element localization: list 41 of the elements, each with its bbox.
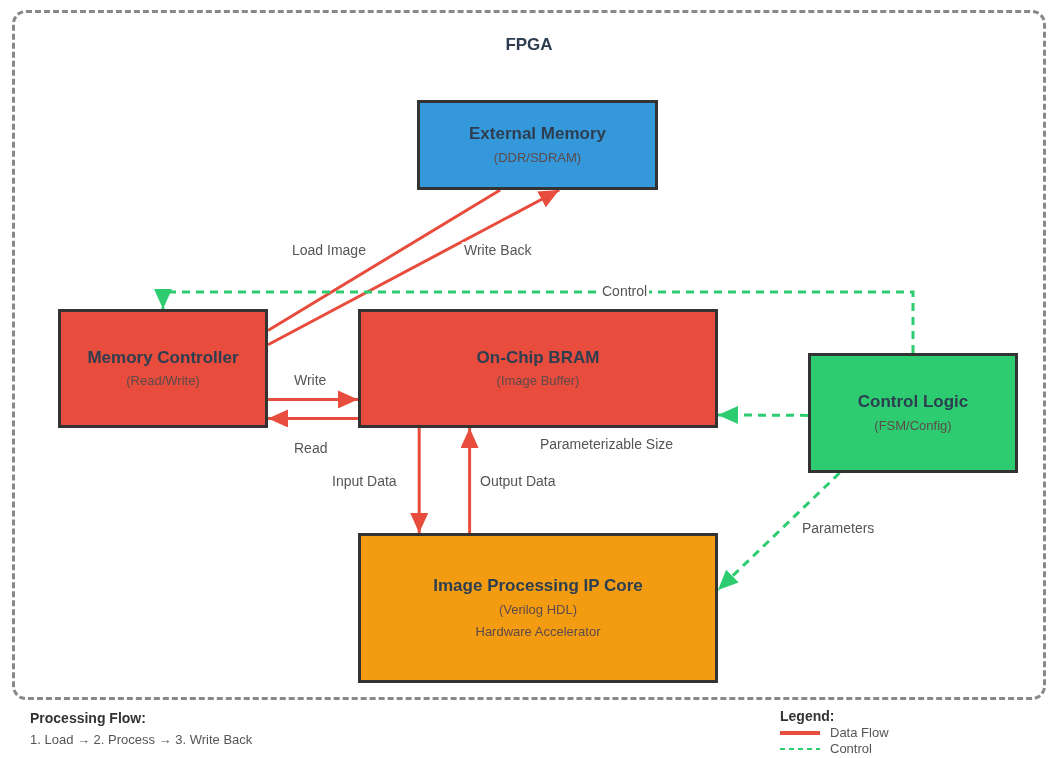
- edge-label: Write Back: [462, 242, 534, 258]
- arrow: [268, 409, 358, 428]
- connector-line: [267, 188, 501, 332]
- dashed-arrow: [718, 406, 808, 424]
- node-subtitle: (Read/Write): [125, 372, 201, 391]
- edge-label: Output Data: [478, 473, 558, 489]
- legend-label: Control: [830, 741, 872, 756]
- node-title: On-Chip BRAM: [475, 346, 601, 369]
- fpga-container: [12, 10, 1046, 700]
- core-box: [358, 533, 718, 683]
- edge-label: Load Image: [290, 242, 368, 258]
- edge-label: Parameters: [800, 520, 877, 536]
- buffer-box: [358, 309, 718, 428]
- memory-box: [417, 100, 658, 190]
- edge-label: Write: [292, 372, 329, 388]
- dashed-arrow: [154, 289, 915, 353]
- arrow: [267, 188, 560, 347]
- node-title: Memory Controller: [86, 346, 240, 369]
- arrow: [268, 390, 358, 409]
- legend-label: Data Flow: [830, 725, 889, 740]
- logic-box: [808, 353, 1018, 473]
- node-caption: Parameterizable Size: [540, 436, 674, 452]
- node-title: Image Processing IP Core: [432, 575, 644, 598]
- edge-label: Control: [600, 283, 650, 299]
- node-subtitle: (Verilog HDL): [498, 600, 578, 619]
- flow-heading: Processing Flow:: [30, 710, 146, 726]
- controller-box: [58, 309, 268, 428]
- node-subtitle: (DDR/SDRAM): [492, 148, 583, 167]
- node-subtitle: (FSM/Config): [873, 416, 953, 435]
- node-subtitle: (Image Buffer): [495, 372, 581, 391]
- flow-steps: 1. Load → 2. Process → 3. Write Back: [30, 732, 253, 747]
- edge-label: Read: [292, 440, 330, 456]
- node-subtitle: Hardware Accelerator: [474, 622, 602, 641]
- dashed-arrow: [716, 471, 841, 592]
- edge-label: Input Data: [330, 473, 399, 489]
- arrow: [460, 428, 479, 533]
- legend-title: Legend:: [780, 708, 835, 724]
- node-title: External Memory: [468, 123, 607, 146]
- arrow: [410, 428, 429, 533]
- node-title: Control Logic: [856, 391, 970, 414]
- container-title: FPGA: [504, 35, 554, 55]
